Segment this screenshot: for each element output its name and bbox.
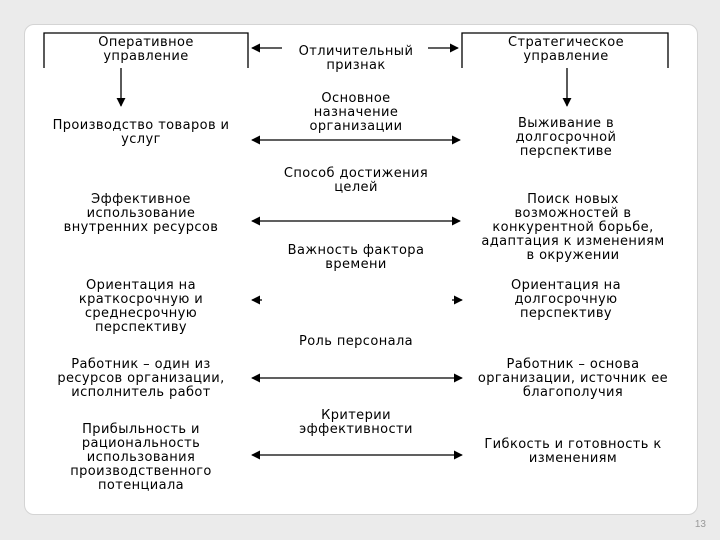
row2-left: Эффективное использование внутренних рес… [63, 192, 219, 235]
row5-criterion: Критерии эффективности [299, 408, 413, 437]
row1-right: Выживание в долгосрочной перспективе [515, 116, 617, 159]
row2-criterion: Способ достижения целей [283, 166, 429, 195]
right-header-bracket [461, 32, 669, 68]
row3-left: Ориентация на краткосрочную и среднесроч… [78, 278, 204, 335]
slide [24, 24, 698, 515]
row4-criterion: Роль персонала [298, 334, 414, 349]
row3-right: Ориентация на долгосрочную перспективу [511, 278, 621, 321]
row4-left: Работник – один из ресурсов организации,… [57, 357, 225, 400]
row3-criterion: Важность фактора времени [287, 243, 425, 272]
row1-criterion: Основное назначение организации [309, 91, 403, 134]
left-header-bracket [43, 32, 249, 68]
row1-left: Производство товаров и услуг [52, 118, 230, 147]
row2-right: Поиск новых возможностей в конкурентной … [481, 192, 665, 263]
row4-right: Работник – основа организации, источник … [477, 357, 669, 400]
header-right-label: Стратегическое управление [508, 35, 624, 64]
row5-right: Гибкость и готовность к изменениям [484, 437, 662, 466]
page-number: 13 [694, 519, 706, 530]
row5-left: Прибыльность и рациональность использова… [70, 422, 212, 493]
header-center-label: Отличительный признак [298, 44, 414, 73]
header-left-label: Оперативное управление [98, 35, 194, 64]
